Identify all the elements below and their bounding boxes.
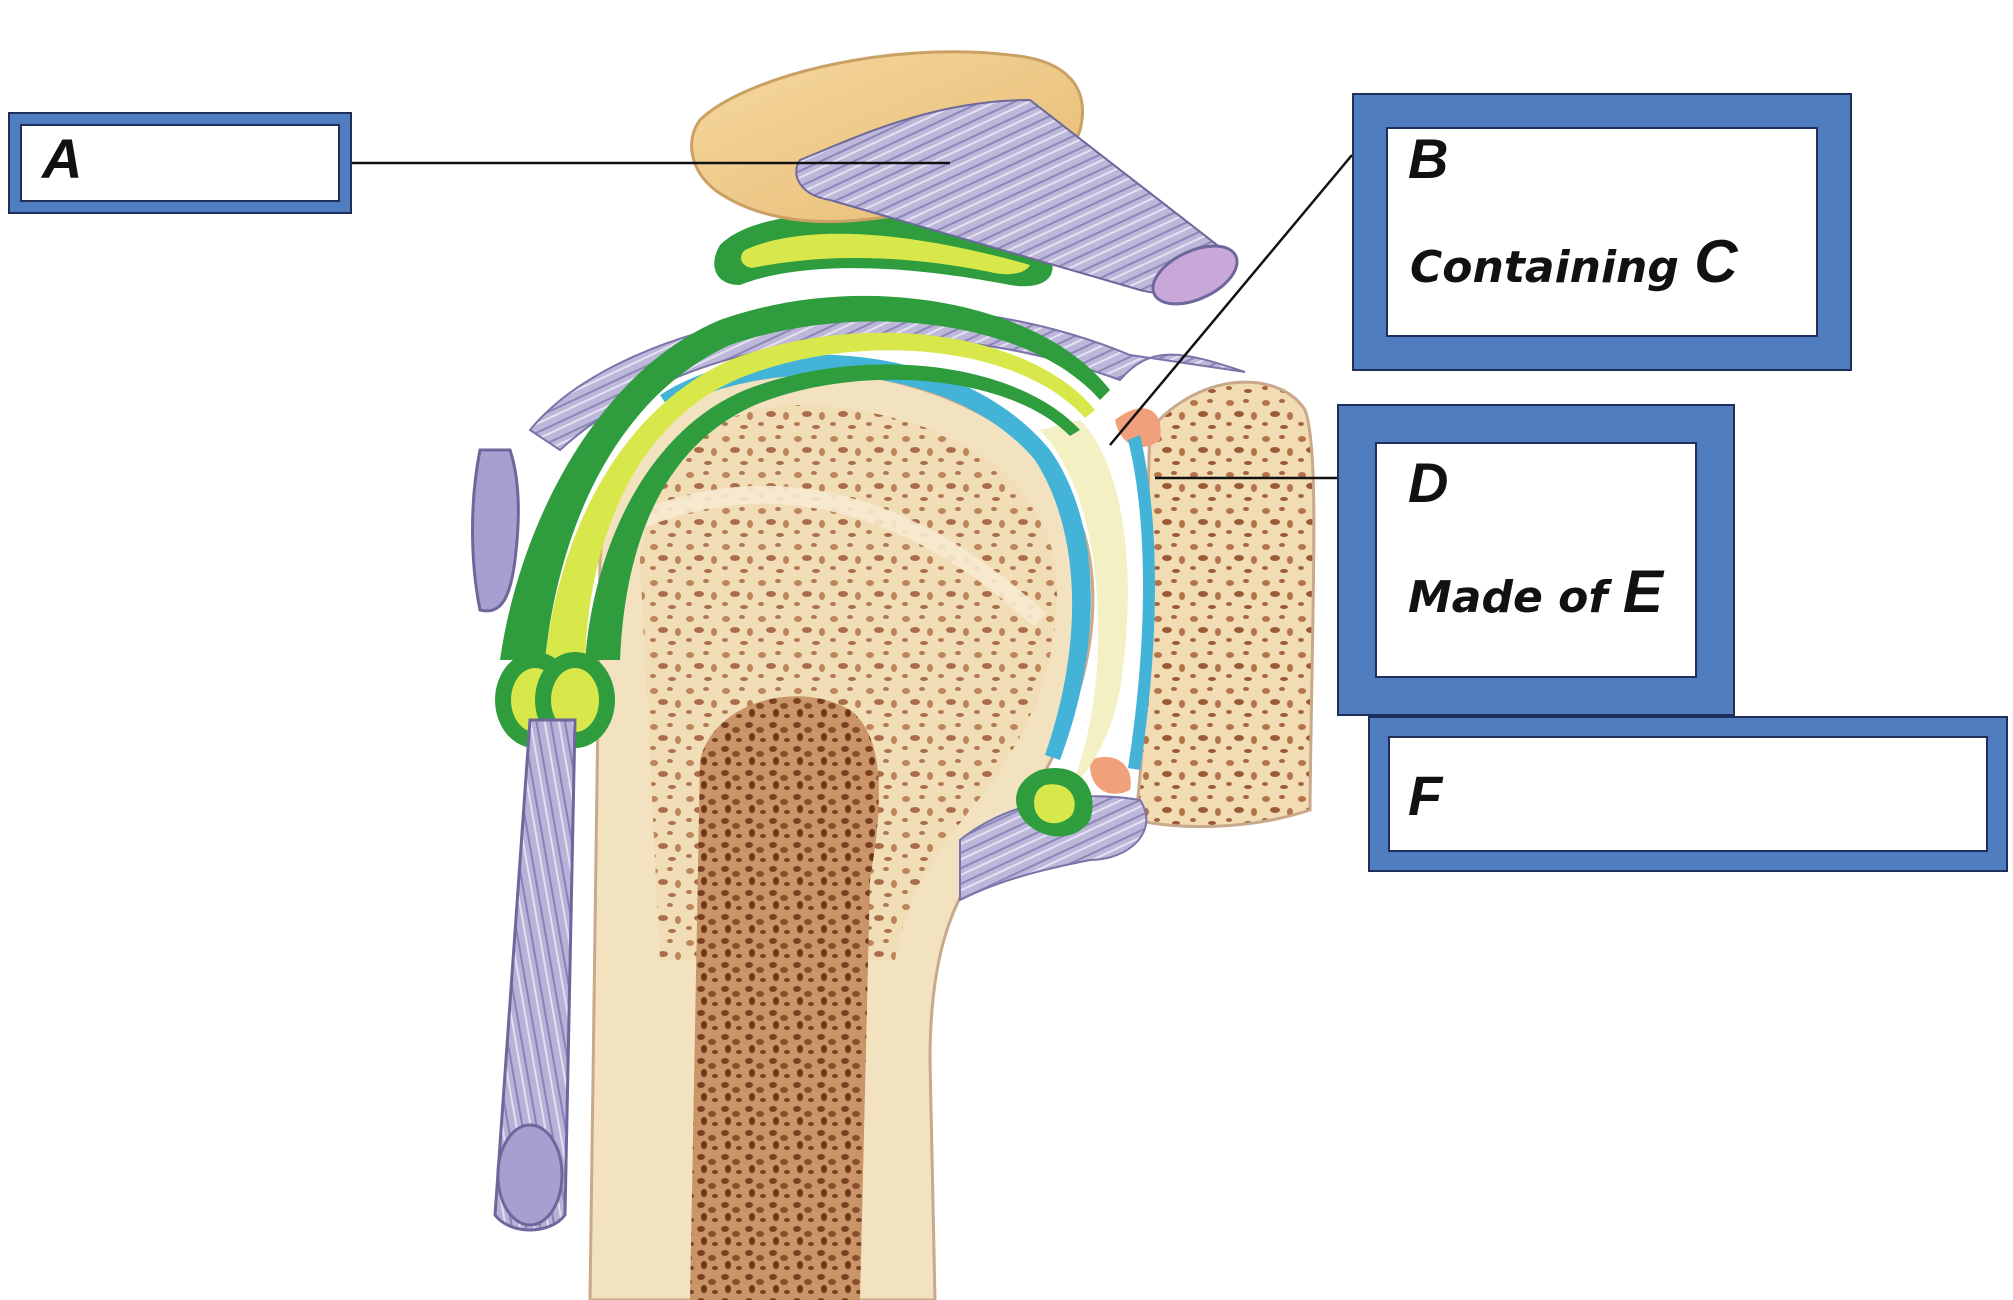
label-b-letter: B — [1408, 131, 1448, 187]
label-d-letter: D — [1408, 455, 1448, 511]
label-f-box[interactable] — [1388, 736, 1988, 852]
label-d-ref: E — [1623, 558, 1663, 625]
label-b-ref: C — [1694, 228, 1737, 295]
label-d-subtext: Made of E — [1408, 562, 1663, 622]
leader-line-b — [1110, 155, 1352, 445]
label-a-letter: A — [42, 131, 82, 187]
label-f-letter: F — [1408, 768, 1442, 824]
label-b-prefix: Containing — [1410, 242, 1679, 293]
label-b-subtext: Containing C — [1410, 232, 1738, 292]
label-d-prefix: Made of — [1408, 572, 1608, 623]
